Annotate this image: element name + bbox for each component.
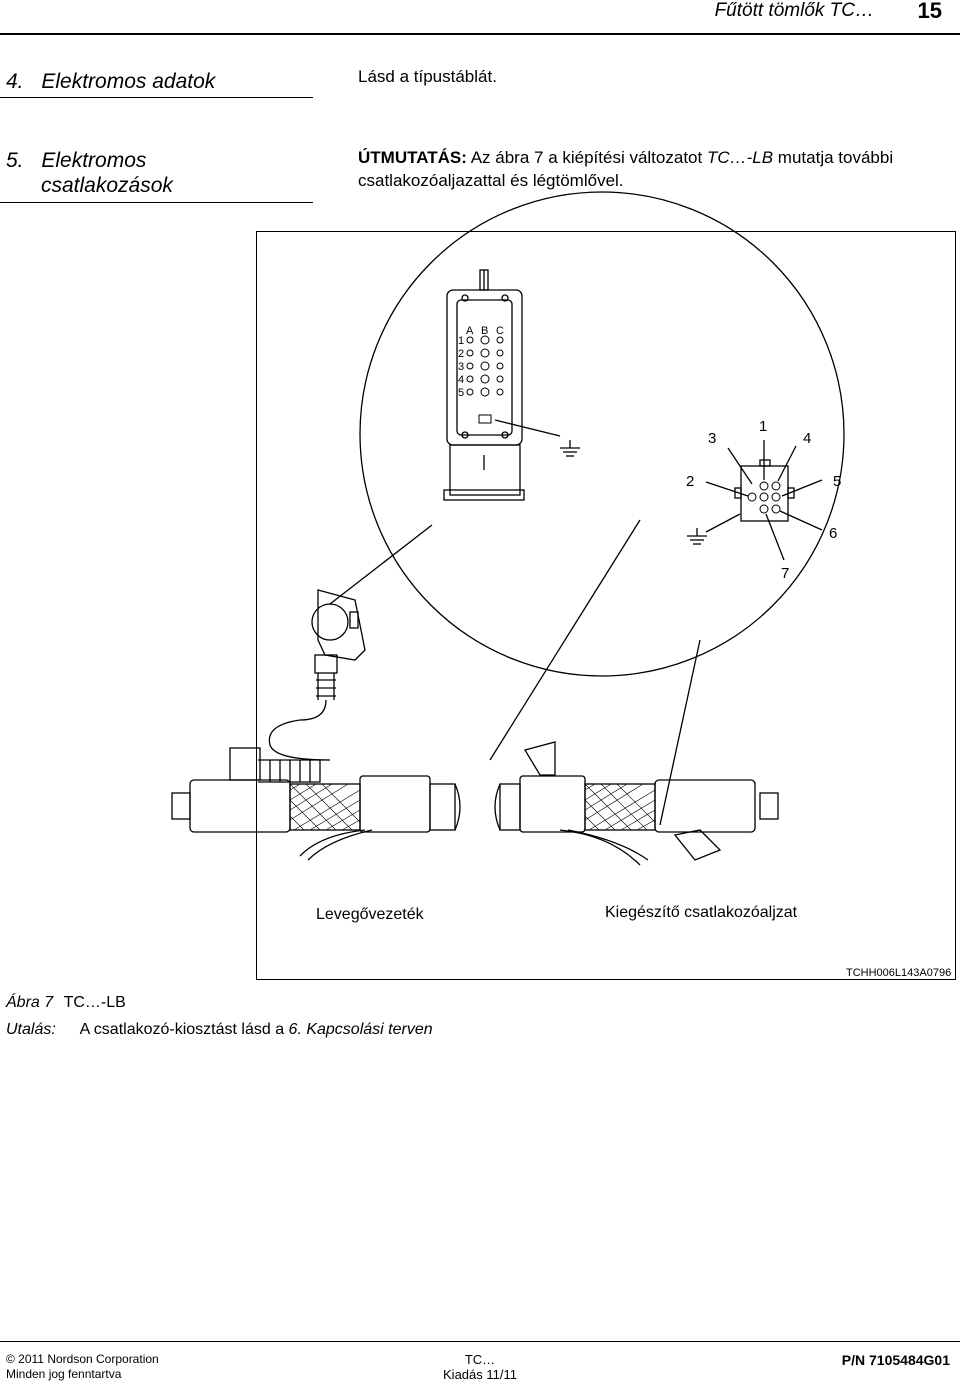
pin-label-2: 2: [686, 473, 694, 490]
rect-connector-plug: [449, 444, 521, 496]
footer-edition: Kiadás 11/11: [443, 1367, 517, 1382]
footer-copyright: © 2011 Nordson Corporation: [6, 1352, 159, 1366]
pin-number-labels: 1 2 3 4 5 6 7: [686, 418, 841, 582]
section-5-heading-line2: csatlakozások: [41, 174, 173, 197]
section-4-body: Lásd a típustáblát.: [358, 67, 497, 86]
row-label-4: 4: [458, 374, 464, 386]
caption-figure-model: TC…-LB: [63, 994, 126, 1011]
note-model: TC…-LB: [706, 148, 774, 167]
note-text-a: Az ábra 7 a kiépítési változatot: [470, 148, 707, 167]
section-4-number: 4.: [6, 70, 24, 93]
note-text-b: mutatja további: [773, 148, 894, 167]
col-label-a: A: [466, 325, 474, 337]
label-air-line: Levegővezeték: [316, 906, 425, 923]
hose-left-fitting: [171, 792, 191, 820]
footer-rights: Minden jog fenntartva: [6, 1367, 122, 1381]
row-label-5: 5: [458, 387, 464, 399]
pin-label-5: 5: [833, 473, 841, 490]
caption-note-text-b: 6. Kapcsolási terven: [288, 1021, 433, 1038]
footer-left: © 2011 Nordson Corporation Minden jog fe…: [6, 1352, 159, 1382]
note-label: ÚTMUTATÁS:: [358, 148, 467, 167]
pin-label-7: 7: [781, 565, 789, 582]
connector-grid-labels: A B C 1 2 3 4 5: [458, 325, 504, 399]
header-rule: [0, 33, 960, 35]
connector-detail-circle: [359, 191, 845, 677]
section-5-heading-line1: Elektromos: [41, 149, 147, 172]
hose-right-braid: [499, 783, 521, 831]
pin-grid: [466, 335, 504, 424]
col-label-c: C: [496, 325, 504, 337]
page-number: 15: [917, 0, 942, 23]
row-label-1: 1: [458, 335, 464, 347]
pin-label-3: 3: [708, 430, 716, 447]
section-5-note: ÚTMUTATÁS: Az ábra 7 a kiépítési változa…: [358, 146, 958, 192]
caption-note-text-a: A csatlakozó-kiosztást lásd a: [79, 1021, 289, 1038]
caption-note-label: Utalás:: [6, 1021, 56, 1038]
footer-part-number: P/N 7105484G01: [841, 1352, 950, 1368]
figure-caption: Ábra 7 TC…-LB: [6, 994, 126, 1012]
section-4-rule: [0, 97, 313, 98]
note-line2: csatlakozóaljazattal és légtömlővel.: [358, 171, 624, 190]
row-label-2: 2: [458, 348, 464, 360]
footer-center: TC… Kiadás 11/11: [420, 1352, 540, 1382]
pin-label-1: 1: [759, 418, 767, 435]
caption-note: Utalás: A csatlakozó-kiosztást lásd a 6.…: [6, 1021, 433, 1039]
pin-label-6: 6: [829, 525, 837, 542]
figure-frame: [256, 231, 956, 980]
section-5-number: 5.: [6, 149, 24, 172]
header-title: Fűtött tömlők TC…: [714, 0, 874, 21]
hose-left-braid: [289, 783, 361, 831]
pin-label-4: 4: [803, 430, 811, 447]
section-4-title: 4. Elektromos adatok: [6, 70, 215, 94]
section-5-rule: [0, 202, 313, 203]
footer-model: TC…: [464, 1352, 496, 1367]
label-extra-socket: Kiegészítő csatlakozóaljzat: [605, 904, 798, 921]
section-4-heading: Elektromos adatok: [41, 70, 216, 93]
section-5-title: 5. Elektromos csatlakozások: [6, 148, 173, 198]
figure-code: TCHH006L143A0796: [846, 967, 951, 979]
footer-rule: [0, 1341, 960, 1342]
hanging-connector: [317, 589, 366, 661]
row-label-3: 3: [458, 361, 464, 373]
col-label-b: B: [481, 325, 488, 337]
caption-figure-label: Ábra 7: [6, 994, 54, 1011]
